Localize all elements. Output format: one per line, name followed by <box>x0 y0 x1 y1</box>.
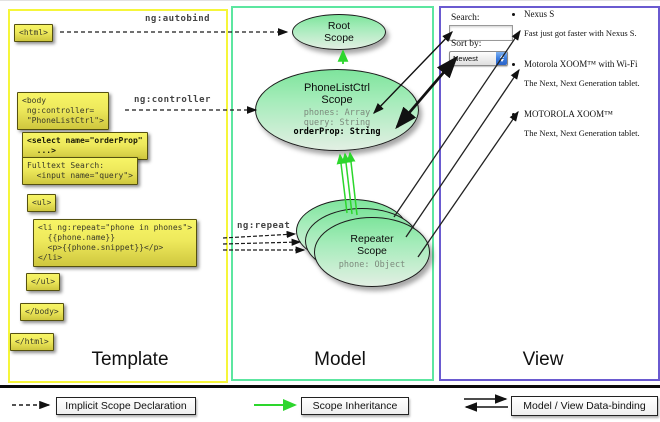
code-html-open: <html> <box>14 24 53 42</box>
select-stepper-icon <box>496 52 507 65</box>
phone-snippet: The Next, Next Generation tablet. <box>524 78 640 88</box>
repeater-scope-title: Repeater Scope <box>350 233 394 258</box>
code-ul-close: </ul> <box>26 273 61 291</box>
phonelistctrl-prop-phones: phones: Array <box>303 108 371 119</box>
template-panel-label: Template <box>91 349 169 370</box>
legend-implicit-scope: Implicit Scope Declaration <box>56 397 196 415</box>
code-html-close: </html> <box>10 333 54 351</box>
legend-scope-inheritance: Scope Inheritance <box>301 397 409 415</box>
sort-select[interactable]: Newest <box>449 51 508 66</box>
annotation-ng-repeat: ng:repeat <box>237 221 291 231</box>
phonelistctrl-prop-orderprop: orderProp: String <box>293 127 381 138</box>
sort-by-label: Sort by: <box>451 39 482 49</box>
phone-snippet: Fast just got faster with Nexus S. <box>524 28 637 38</box>
code-fulltext-search: Fulltext Search: <input name="query"> <box>22 157 138 185</box>
sort-select-value: Newest <box>453 54 479 63</box>
search-label: Search: <box>451 13 480 23</box>
list-item: Motorola XOOM™ with Wi-Fi The Next, Next… <box>524 59 660 88</box>
root-scope-ellipse: Root Scope <box>292 14 386 50</box>
code-ul-open: <ul> <box>27 194 57 212</box>
code-body-open: <body ng:controller= "PhoneListCtrl"> <box>17 92 109 130</box>
legend-divider <box>0 385 660 388</box>
annotation-ng-controller: ng:controller <box>134 95 211 105</box>
phone-name: MOTOROLA XOOM™ <box>524 109 613 119</box>
annotation-ng-autobind: ng:autobind <box>145 14 211 24</box>
model-panel-label: Model <box>314 349 366 370</box>
phone-snippet: The Next, Next Generation tablet. <box>524 128 640 138</box>
model-panel <box>231 6 434 381</box>
list-item: MOTOROLA XOOM™ The Next, Next Generation… <box>524 109 660 138</box>
phone-name: Nexus S <box>524 9 555 19</box>
phone-name: Motorola XOOM™ with Wi-Fi <box>524 59 638 69</box>
code-li-repeat: <li ng:repeat="phone in phones"> {{phone… <box>33 219 198 267</box>
view-panel-label: View <box>522 349 564 370</box>
repeater-scope-ellipse-front: Repeater Scope phone: Object <box>314 217 430 287</box>
phone-list: Nexus S Fast just got faster with Nexus … <box>512 9 660 159</box>
phonelistctrl-scope-title: PhoneListCtrl Scope <box>303 82 371 107</box>
repeater-prop-phone: phone: Object <box>338 260 406 271</box>
phonelistctrl-scope-ellipse: PhoneListCtrl Scope phones: Array query:… <box>255 69 419 151</box>
root-scope-title: Root Scope <box>324 20 354 44</box>
code-select: <select name="orderProp" ...> <box>22 132 148 160</box>
code-body-close: </body> <box>20 303 64 321</box>
legend-data-binding: Model / View Data-binding <box>511 396 658 416</box>
list-item: Nexus S Fast just got faster with Nexus … <box>524 9 660 38</box>
phonelistctrl-prop-query: query: String <box>303 117 371 128</box>
